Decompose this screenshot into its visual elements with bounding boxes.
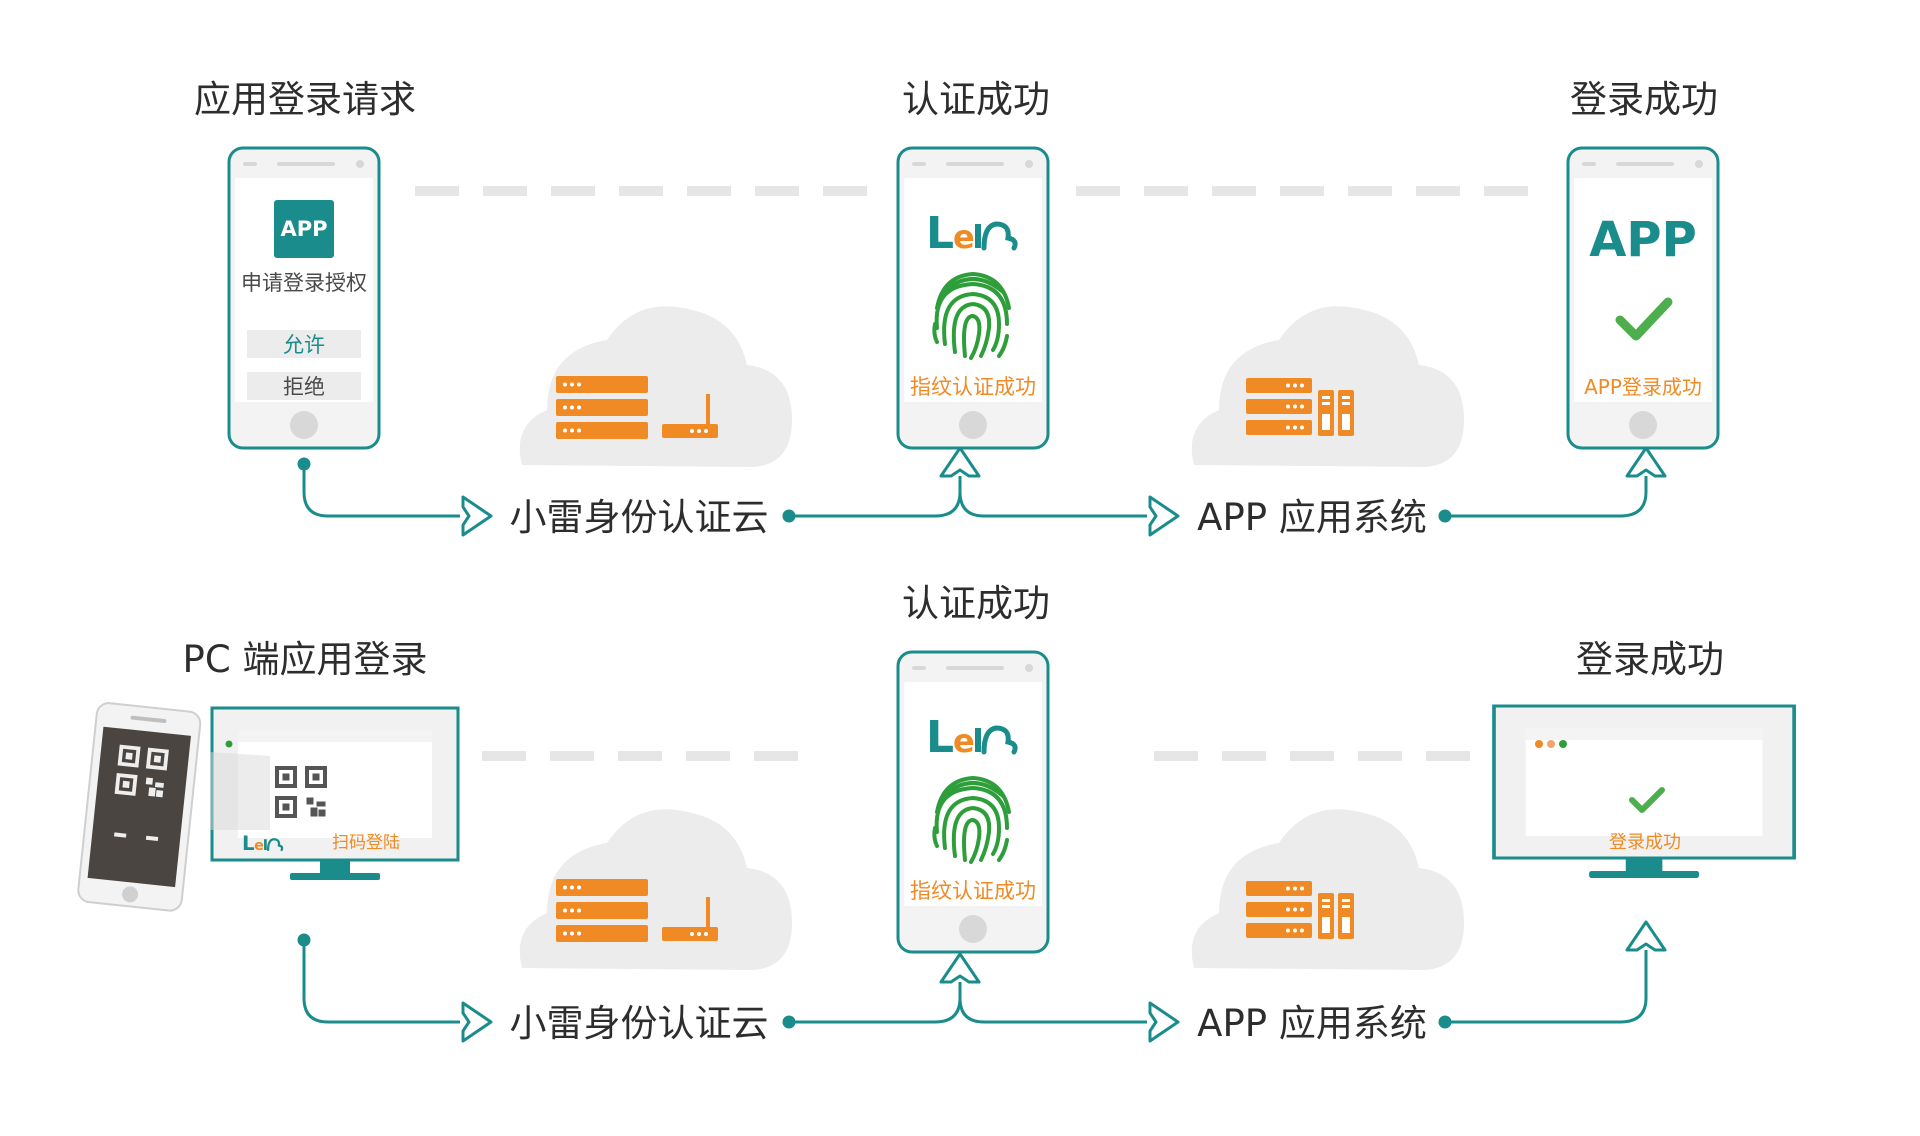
top-flow-node-auth-cloud: 小雷身份认证云 xyxy=(510,496,769,539)
top-flow xyxy=(297,457,1648,523)
bottom-flow-node-auth-cloud: 小雷身份认证云 xyxy=(510,1002,769,1045)
top-flow-node-app-system: APP 应用系统 xyxy=(1197,496,1427,539)
top-phone-auth-success: 指纹认证成功 xyxy=(896,146,1050,450)
bottom-step1-title: PC 端应用登录 xyxy=(183,638,428,681)
deny-button[interactable] xyxy=(247,372,361,400)
top-step2-title: 认证成功 xyxy=(902,78,1050,121)
app-title: APP xyxy=(1589,212,1697,268)
allow-button-label: 允许 xyxy=(283,333,325,357)
pc-monitor-scan: 扫码登陆 xyxy=(210,706,460,882)
top-step1-title: 应用登录请求 xyxy=(194,78,416,121)
app-badge-label: APP xyxy=(280,217,327,241)
deny-button-label: 拒绝 xyxy=(283,375,325,399)
handheld-phone-scanner xyxy=(77,702,202,912)
login-request-text: 申请登录授权 xyxy=(241,271,367,295)
pc-window-dots xyxy=(1535,740,1567,748)
scan-login-text: 扫码登陆 xyxy=(332,833,400,853)
fingerprint-status-text: 指纹认证成功 xyxy=(910,879,1036,903)
check-icon xyxy=(1615,297,1673,341)
top-step3-title: 登录成功 xyxy=(1570,78,1718,121)
bottom-step2-title: 认证成功 xyxy=(902,582,1050,625)
app-badge xyxy=(274,200,334,258)
bottom-flow-node-app-system: APP 应用系统 xyxy=(1197,1002,1427,1045)
pc-check-icon xyxy=(1629,787,1665,813)
top-cloud-auth-servers xyxy=(519,306,792,467)
fingerprint-status-text: 指纹认证成功 xyxy=(910,375,1036,399)
top-phone-login-request: APP 申请登录授权 允许 拒绝 xyxy=(227,146,381,450)
bottom-step3-title: 登录成功 xyxy=(1576,638,1724,681)
top-phone-login-success: APP APP登录成功 xyxy=(1566,146,1720,450)
bottom-cloud-app-servers xyxy=(1191,809,1464,970)
scan-beam xyxy=(210,752,270,830)
bottom-cloud-auth-servers xyxy=(519,809,792,970)
bottom-phone-auth-success: 指纹认证成功 xyxy=(896,650,1050,954)
pc-success-text: 登录成功 xyxy=(1609,832,1681,853)
app-login-success-text: APP登录成功 xyxy=(1584,375,1702,399)
bottom-flow xyxy=(297,933,1648,1029)
top-cloud-app-servers xyxy=(1191,306,1464,467)
allow-button[interactable] xyxy=(247,330,361,358)
